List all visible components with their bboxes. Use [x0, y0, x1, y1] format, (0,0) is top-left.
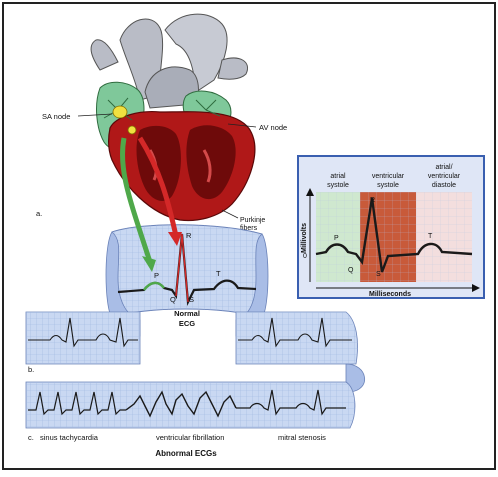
inset-wave-s: S	[376, 271, 381, 278]
sa-node-label: SA node	[42, 112, 70, 121]
wave-q-label: Q	[170, 295, 176, 304]
normal-ecg-label-line2: ECG	[179, 319, 195, 328]
ventricular-systole-line1: ventricular	[372, 173, 405, 180]
diastole-line1: atrial/	[435, 164, 452, 171]
inset-wave-t: T	[428, 233, 433, 240]
wave-t-label: T	[216, 269, 221, 278]
inset-wave-q: Q	[348, 267, 354, 274]
inset-zero-label: 0	[303, 253, 307, 260]
atrial-systole-line1: atrial	[330, 173, 346, 180]
wave-p-label: P	[154, 271, 159, 280]
diastole-line3: diastole	[432, 182, 456, 189]
av-node-label: AV node	[259, 123, 287, 132]
ventricular-systole-line2: systole	[377, 182, 399, 189]
ecg-ribbon-c	[26, 382, 355, 428]
purkinje-label-line1: Purkinje	[240, 217, 265, 224]
mitral-stenosis-label: mitral stenosis	[278, 433, 326, 442]
abnormal-ecgs-label: Abnormal ECGs	[155, 449, 217, 458]
wave-r-label: R	[186, 231, 192, 240]
inset-wave-r: R	[370, 197, 375, 204]
inset-y-axis-label: Millivolts	[301, 223, 308, 253]
inset-wave-p: P	[334, 235, 339, 242]
sinus-tachycardia-label: sinus tachycardia	[40, 433, 99, 442]
atrial-systole-line2: systole	[327, 182, 349, 189]
inset-x-axis-label: Milliseconds	[369, 291, 411, 298]
ventricular-fibrillation-label: ventricular fibrillation	[156, 433, 224, 442]
panel-b-label: b.	[28, 365, 34, 374]
panel-a-label: a.	[36, 209, 42, 218]
av-node-marker	[128, 126, 136, 134]
sa-node-marker	[113, 106, 127, 118]
diastole-line2: ventricular	[428, 173, 461, 180]
wave-s-label: S	[189, 295, 194, 304]
normal-ecg-label-line1: Normal	[174, 309, 200, 318]
panel-c-label: c.	[28, 433, 34, 442]
